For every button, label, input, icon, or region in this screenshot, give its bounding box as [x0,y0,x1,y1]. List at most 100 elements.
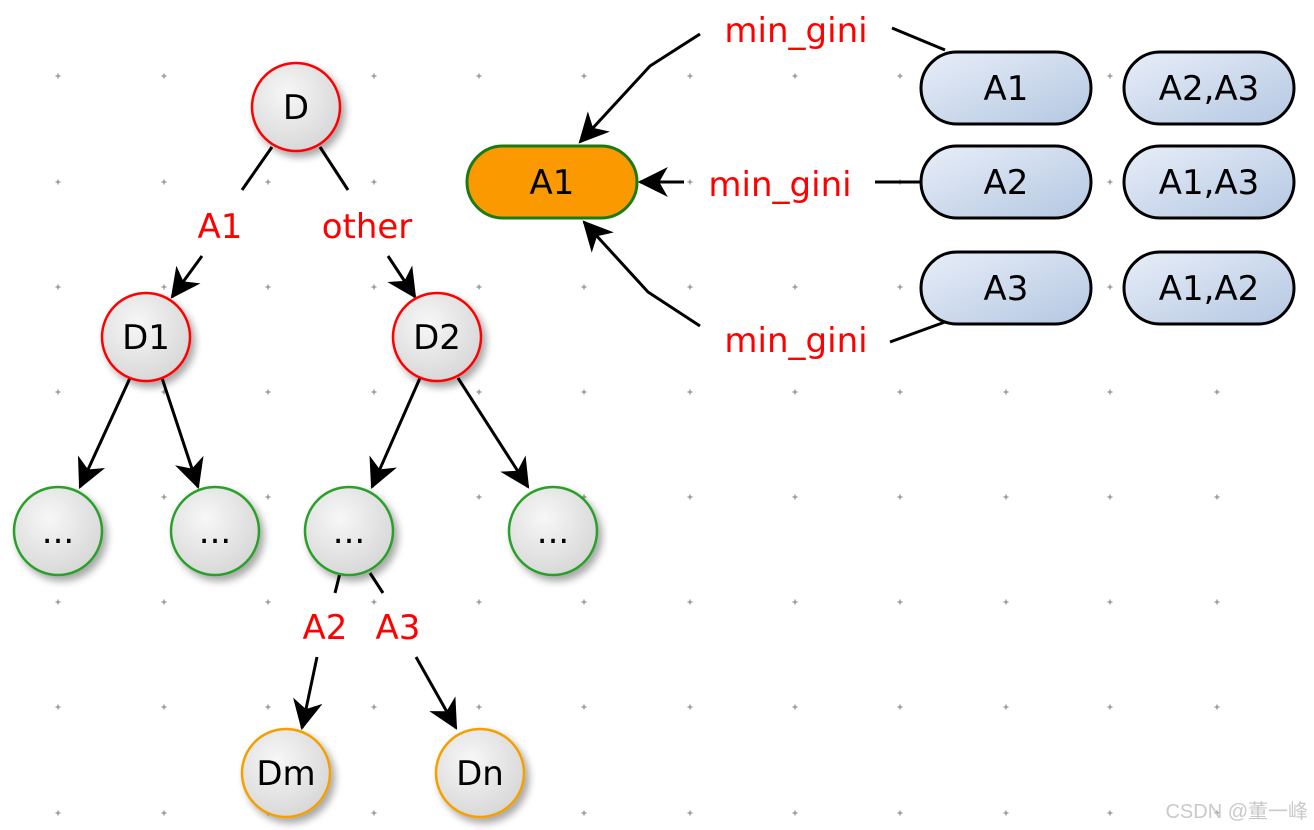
min-gini-label: min_gini [708,165,851,205]
candidate-left-1[interactable]: A1 [919,50,1093,126]
pill-label: A2 [984,163,1029,203]
grid-point [476,599,482,605]
grid-point [371,389,377,395]
selection-edges [578,26,946,344]
grid-point [581,389,587,395]
tree-edge-d2-l4 [456,377,530,489]
tree-node-l3[interactable]: ... [303,485,395,577]
grid-point [792,179,798,185]
grid-point [371,284,377,290]
grid-point [792,494,798,500]
grid-point [55,599,61,605]
tree-node-d2[interactable]: D2 [391,291,483,383]
grid-point [687,810,693,816]
pill-label: A3 [984,269,1029,309]
grid-point [476,389,482,395]
grid-point [371,704,377,710]
tree-node-l1[interactable]: ... [12,485,104,577]
tree-node-d1[interactable]: D1 [100,291,192,383]
grid-point [897,704,903,710]
tree-edge-l3-dm [293,572,342,731]
grid-point [265,704,271,710]
grid-point [265,599,271,605]
grid-point [792,73,798,79]
grid-point [1107,179,1113,185]
grid-point [687,704,693,710]
tree-edge-l3-dn [368,572,458,730]
grid-point [55,704,61,710]
grid-point [581,284,587,290]
grid-point [897,73,903,79]
grid-point [581,704,587,710]
grid-point [55,73,61,79]
pill-label: A1 [984,69,1029,109]
grid-point [1214,389,1220,395]
grid-point [371,73,377,79]
grid-point [371,599,377,605]
grid-point [265,494,271,500]
grid-point [1214,810,1220,816]
grid-point [1107,494,1113,500]
node-label: Dn [456,754,504,794]
pill-label: A1,A2 [1159,269,1260,309]
node-label: Dm [256,754,315,794]
grid-point [1003,494,1009,500]
grid-point [476,494,482,500]
grid-point [897,389,903,395]
candidate-left-2[interactable]: A2 [919,144,1093,220]
grid-point [687,73,693,79]
grid-point [1107,389,1113,395]
node-label: D [283,88,309,128]
grid-point [897,810,903,816]
chosen-attribute[interactable]: A1 [465,144,639,220]
grid-point [55,284,61,290]
grid-point [1003,599,1009,605]
tree-edge-d1-l1 [77,377,132,489]
grid-point [687,179,693,185]
grid-point [897,284,903,290]
candidate-left-3[interactable]: A3 [919,250,1093,326]
tree-node-dm[interactable]: Dm [240,727,332,819]
tree-node-d[interactable]: D [250,61,342,153]
grid-point [792,704,798,710]
grid-point [897,494,903,500]
grid-point [476,284,482,290]
grid-point [687,599,693,605]
grid-point [265,284,271,290]
grid-point [161,810,167,816]
min-gini-label: min_gini [724,321,867,361]
tree-edge-d2-l3 [369,377,422,489]
grid-point [161,494,167,500]
candidate-right-1[interactable]: A2,A3 [1122,50,1296,126]
pill-label: A1,A3 [1159,163,1260,203]
grid-point [1214,599,1220,605]
node-label: D2 [413,318,461,358]
tree-edge-d-d1 [170,146,274,299]
grid-point [581,810,587,816]
grid-point [897,599,903,605]
candidate-right-2[interactable]: A1,A3 [1122,144,1296,220]
grid-point [371,810,377,816]
grid-point [161,704,167,710]
tree-node-l4[interactable]: ... [507,485,599,577]
edge-label-a2: A2 [303,608,348,648]
tree-node-dn[interactable]: Dn [434,727,526,819]
grid-point [1214,704,1220,710]
grid-point [476,704,482,710]
candidate-right-3[interactable]: A1,A2 [1122,250,1296,326]
pill-label: A1 [530,163,575,203]
grid-point [161,284,167,290]
tree-nodes: D D1 D2............ Dm Dn [12,61,599,819]
grid-point [792,284,798,290]
grid-point [1107,73,1113,79]
grid-point [792,389,798,395]
tree-node-l2[interactable]: ... [169,485,261,577]
grid-point [581,599,587,605]
grid-point [1107,810,1113,816]
min-gini-label: min_gini [724,11,867,51]
grid-point [687,494,693,500]
grid-point [1214,494,1220,500]
grid-point [581,73,587,79]
